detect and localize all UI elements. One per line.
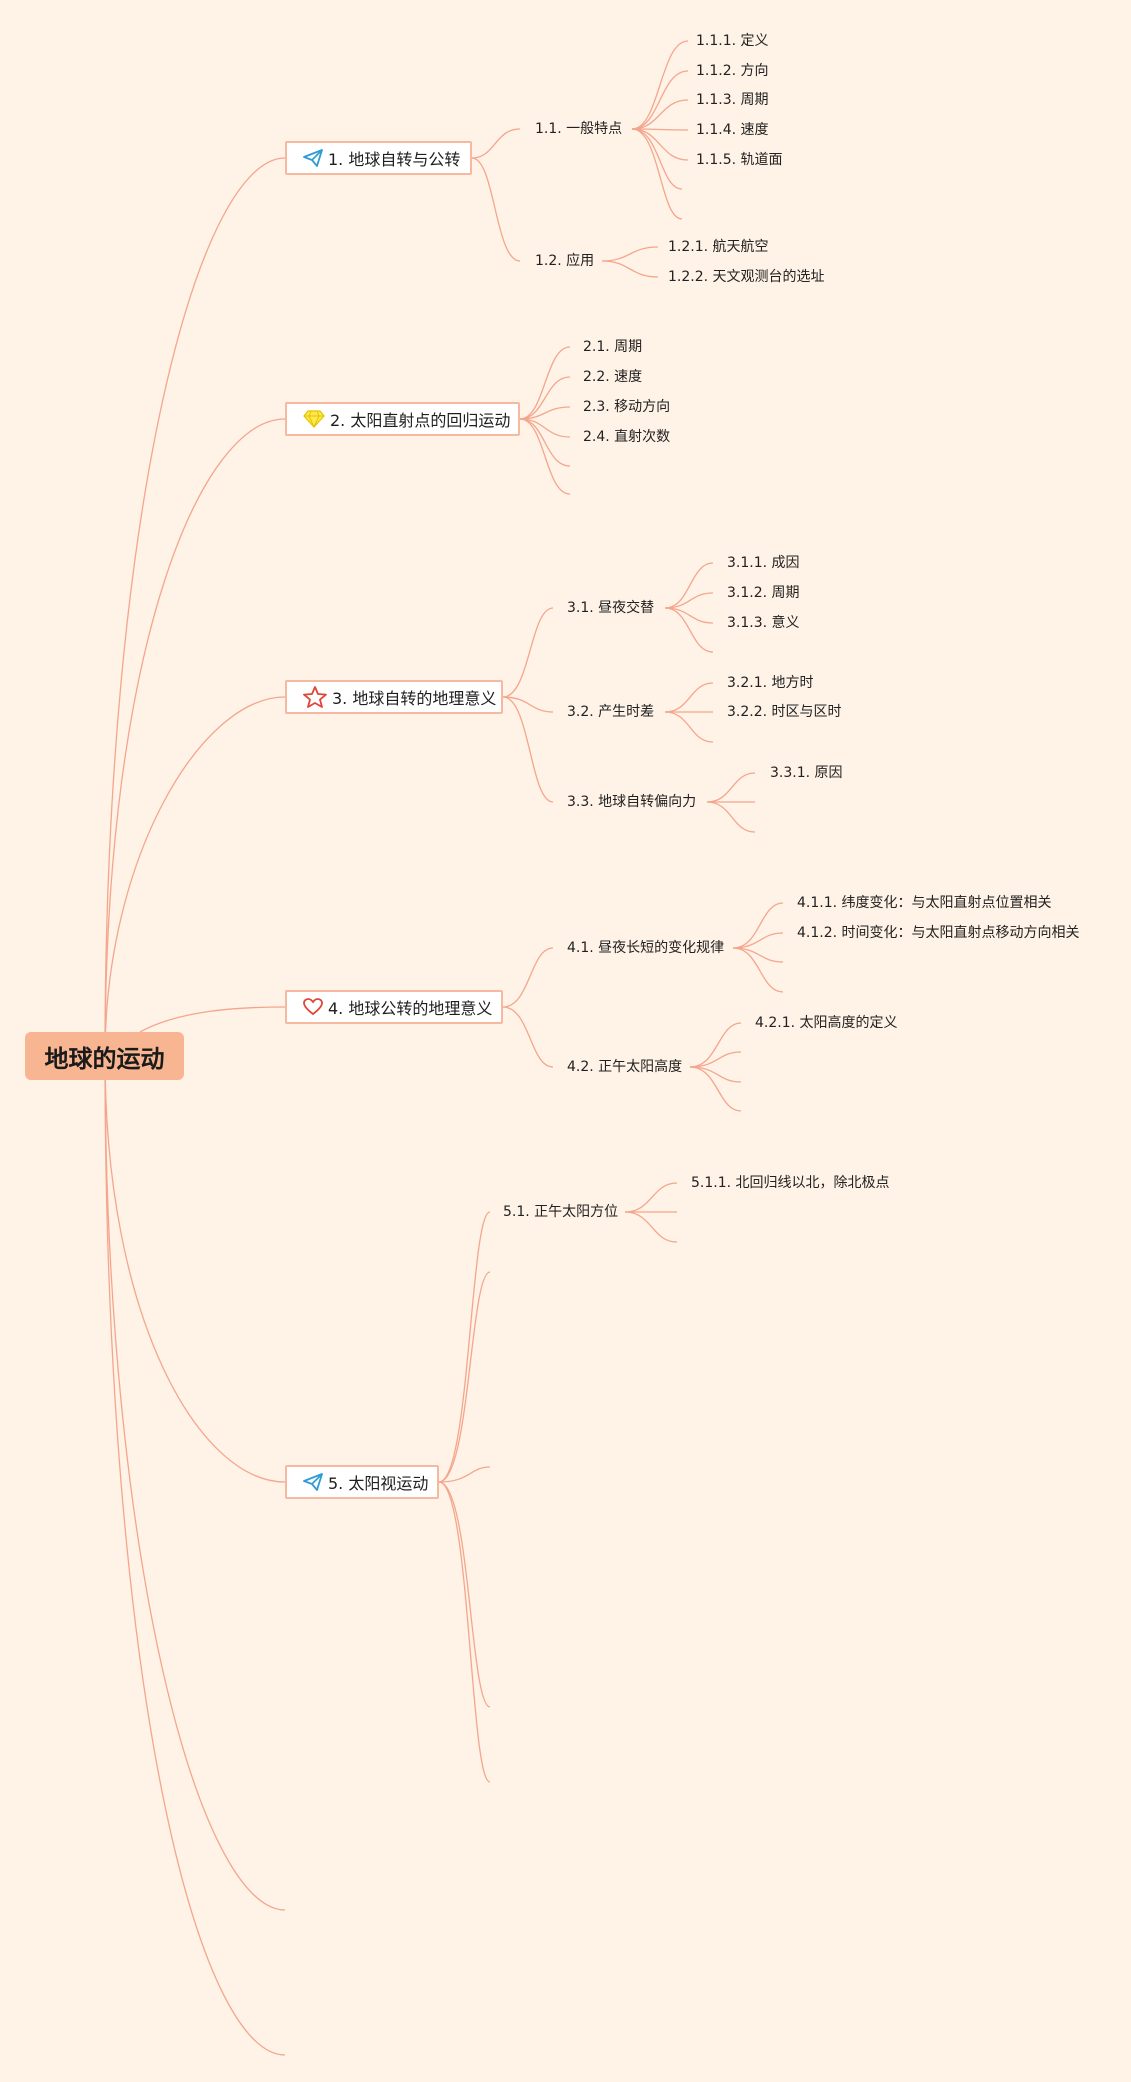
diamond-icon [303, 408, 325, 430]
subtopic-3-3[interactable]: 3.3. 地球自转偏向力 [567, 794, 697, 810]
link-root-topic5 [104, 1055, 286, 1483]
topic-1[interactable]: 1. 地球自转与公转 [285, 141, 472, 175]
leaf-1-1-5[interactable]: 1.1.5. 轨道面 [696, 152, 783, 168]
link-root-topic1 [104, 157, 286, 1057]
subtopic-3-2[interactable]: 3.2. 产生时差 [567, 704, 655, 720]
subtopic-3-1[interactable]: 3.1. 昼夜交替 [567, 600, 655, 616]
leaf-1-1-2[interactable]: 1.1.2. 方向 [696, 63, 769, 79]
root-label: 地球的运动 [44, 1044, 165, 1073]
leaf-4-1-2[interactable]: 4.1.2. 时间变化：与太阳直射点移动方向相关 [797, 925, 1080, 941]
leaf-1-1-3[interactable]: 1.1.3. 周期 [696, 92, 769, 108]
subtopic-5-1[interactable]: 5.1. 正午太阳方位 [503, 1204, 619, 1220]
leaf-3-3-1[interactable]: 3.3.1. 原因 [770, 765, 843, 781]
paper-plane-icon [303, 1471, 323, 1493]
leaf-4-2-1[interactable]: 4.2.1. 太阳高度的定义 [755, 1015, 898, 1031]
link-root-topic4 [139, 1006, 286, 1033]
topic-label: 1. 地球自转与公转 [328, 150, 461, 169]
paper-plane-icon [303, 147, 323, 169]
leaf-2-3[interactable]: 2.3. 移动方向 [583, 399, 671, 415]
leaf-1-2-1[interactable]: 1.2.1. 航天航空 [668, 239, 769, 255]
subtopic-4-2[interactable]: 4.2. 正午太阳高度 [567, 1059, 683, 1075]
topic-label: 3. 地球自转的地理意义 [332, 689, 497, 708]
leaf-5-1-1[interactable]: 5.1.1. 北回归线以北，除北极点 [691, 1175, 890, 1191]
topic-4[interactable]: 4. 地球公转的地理意义 [285, 990, 503, 1024]
link-root-empty6 [104, 1055, 286, 1911]
topic-label: 4. 地球公转的地理意义 [328, 999, 493, 1018]
leaf-3-1-2[interactable]: 3.1.2. 周期 [727, 585, 800, 601]
leaf-3-2-1[interactable]: 3.2.1. 地方时 [727, 675, 814, 691]
leaf-2-2[interactable]: 2.2. 速度 [583, 369, 643, 385]
star-icon [303, 686, 327, 708]
leaf-1-1-4[interactable]: 1.1.4. 速度 [696, 122, 769, 138]
root-topic[interactable]: 地球的运动 [25, 1032, 184, 1080]
link-root-topic3 [104, 696, 286, 1057]
heart-icon [303, 996, 323, 1018]
topic-3[interactable]: 3. 地球自转的地理意义 [285, 680, 503, 714]
connector-lines [104, 40, 784, 2056]
leaf-3-1-1[interactable]: 3.1.1. 成因 [727, 555, 800, 571]
leaf-1-2-2[interactable]: 1.2.2. 天文观测台的选址 [668, 269, 825, 285]
leaf-2-1[interactable]: 2.1. 周期 [583, 339, 643, 355]
topic-2[interactable]: 2. 太阳直射点的回归运动 [285, 402, 520, 436]
topic-label: 2. 太阳直射点的回归运动 [330, 411, 511, 430]
leaf-3-1-3[interactable]: 3.1.3. 意义 [727, 615, 800, 631]
topic-5[interactable]: 5. 太阳视运动 [285, 1465, 439, 1499]
subtopic-4-1[interactable]: 4.1. 昼夜长短的变化规律 [567, 940, 725, 956]
subtopic-1-2[interactable]: 1.2. 应用 [535, 253, 595, 269]
leaf-1-1-1[interactable]: 1.1.1. 定义 [696, 33, 769, 49]
link-root-empty7 [104, 1055, 286, 2056]
leaf-4-1-1[interactable]: 4.1.1. 纬度变化：与太阳直射点位置相关 [797, 895, 1052, 911]
link-root-topic2 [104, 418, 286, 1057]
leaf-3-2-2[interactable]: 3.2.2. 时区与区时 [727, 704, 842, 720]
subtopic-1-1[interactable]: 1.1. 一般特点 [535, 121, 623, 137]
topic-label: 5. 太阳视运动 [328, 1474, 429, 1493]
leaf-2-4[interactable]: 2.4. 直射次数 [583, 429, 671, 445]
